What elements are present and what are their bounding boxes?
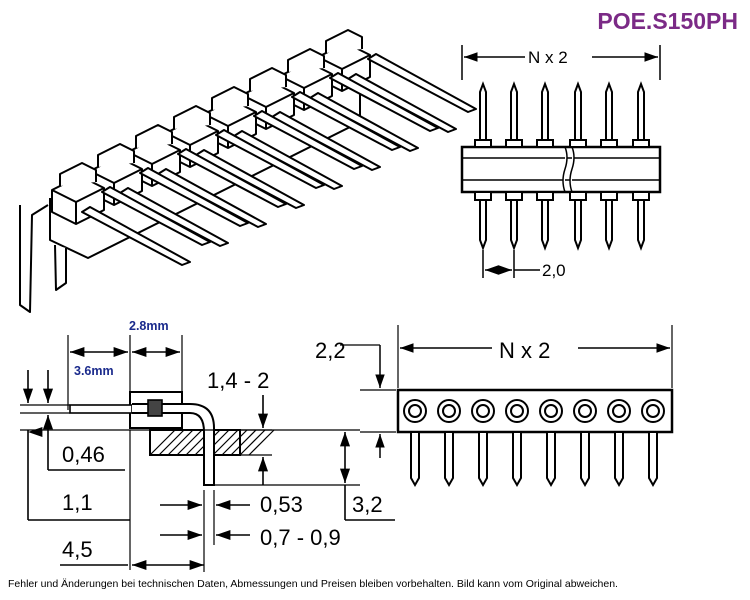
disclaimer-footer: Fehler und Änderungen bei technischen Da…	[8, 578, 618, 590]
top-pin	[478, 431, 488, 488]
front-width-label: N x 2	[528, 48, 568, 67]
dim-3-6mm: 3.6mm	[74, 364, 114, 378]
front-view	[460, 45, 662, 278]
iso-pin	[101, 186, 211, 246]
dim-0-7-0-9: 0,7 - 0,9	[260, 525, 341, 550]
iso-pin	[367, 53, 477, 113]
product-code: POE.S150PH	[597, 8, 738, 34]
front-pin-upper	[574, 81, 582, 148]
isometric-view	[19, 29, 477, 313]
top-pin	[614, 431, 624, 488]
top-pin	[546, 431, 556, 488]
dim-0-53: 0,53	[260, 492, 303, 517]
top-width-label: N x 2	[499, 338, 550, 363]
front-pin-upper	[510, 81, 518, 148]
iso-pin	[329, 72, 439, 132]
dim-1-1: 1,1	[62, 490, 93, 515]
front-pin-upper	[637, 81, 645, 148]
front-pin-upper	[605, 81, 613, 148]
iso-pin	[177, 148, 287, 208]
top-pin	[512, 431, 522, 488]
iso-pin	[215, 129, 325, 189]
iso-pin	[81, 206, 191, 266]
dim-4-5: 4,5	[62, 537, 93, 562]
iso-pin	[253, 110, 363, 170]
front-pin-upper	[541, 81, 549, 148]
dim-1-4-2: 1,4 - 2	[207, 368, 269, 393]
dim-2-2: 2,2	[315, 338, 346, 363]
dim-2-8mm: 2.8mm	[129, 319, 169, 333]
top-pin	[410, 431, 420, 488]
side-view	[20, 335, 395, 572]
dim-0-46: 0,46	[62, 442, 105, 467]
iso-pin	[139, 167, 249, 227]
top-pin	[580, 431, 590, 488]
front-pitch-label: 2,0	[542, 261, 566, 280]
top-view	[340, 325, 674, 488]
iso-pin	[291, 91, 401, 151]
front-pin-upper	[479, 81, 487, 148]
top-pin	[648, 431, 658, 488]
dim-3-2: 3,2	[352, 492, 383, 517]
top-pin	[444, 431, 454, 488]
iso-bent-pin	[19, 204, 49, 313]
